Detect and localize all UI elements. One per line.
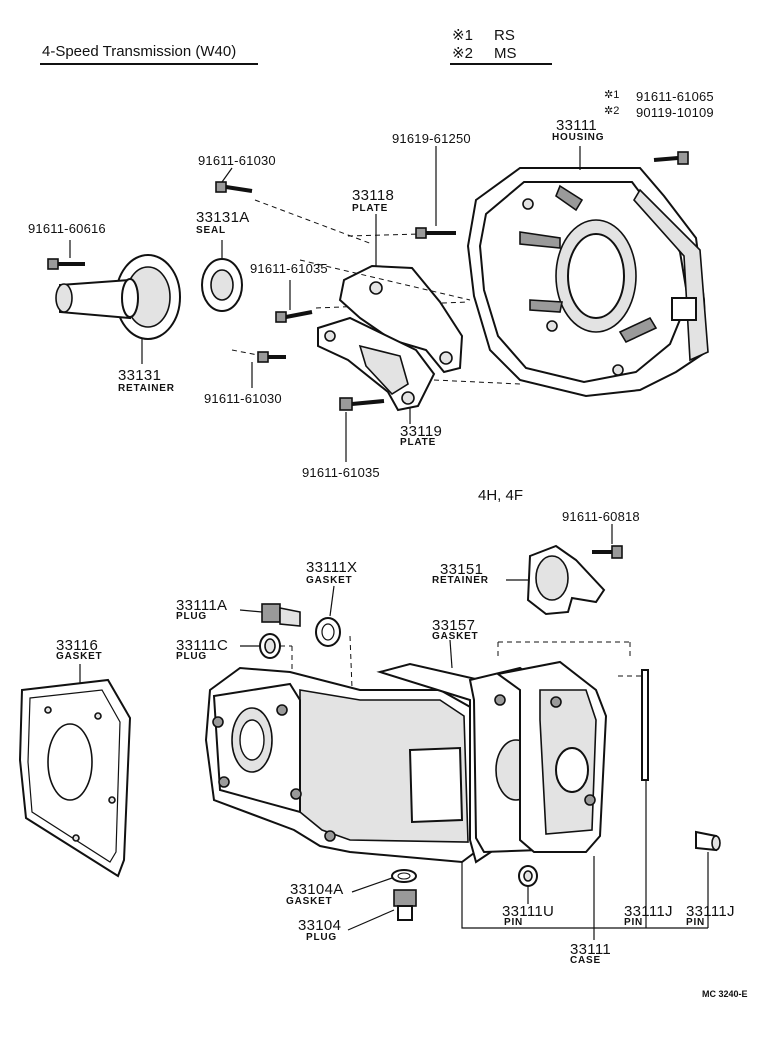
figure-reference: MC 3240-E: [702, 989, 748, 999]
label-33111u-name: PIN: [504, 917, 524, 928]
label-33104-code: 33104: [298, 917, 342, 934]
label-33157-name: GASKET: [432, 631, 479, 642]
bolt-91611-61065: [653, 151, 689, 165]
label-33131a-name: SEAL: [196, 225, 226, 236]
retainer-33131: [55, 254, 181, 340]
retainer-33151: [526, 544, 606, 616]
label-33131-name: RETAINER: [118, 383, 175, 394]
pin-33111j-long: [641, 669, 649, 781]
bolt-91619-61250: [415, 227, 456, 239]
label-33111x-code: 33111X: [306, 559, 358, 576]
label-91611-60818: 91611-60818: [562, 509, 640, 524]
label-33111-case-code: 33111: [570, 941, 611, 958]
plug-33111c: [259, 633, 281, 659]
label-91611-60616: 91611-60616: [28, 221, 106, 236]
label-33111-housing-code: 33111: [556, 117, 597, 134]
label-91611-61035-mid: 91611-61035: [250, 261, 328, 276]
pin-33111j-short: [695, 830, 721, 852]
bolt-91611-61030-bottom: [257, 351, 286, 363]
label-91619-61250: 91619-61250: [392, 131, 471, 146]
bolt-legend-text-2: 90119-10109: [636, 105, 714, 120]
bolt-91611-60818: [592, 545, 623, 559]
label-33157-code: 33157: [432, 617, 476, 634]
rear-case-plate: [495, 660, 608, 853]
seal-33131a: [201, 258, 243, 312]
bolt-legend-text-1: 91611-61065: [636, 89, 714, 104]
label-33111j-code-2: 33111J: [686, 903, 735, 920]
label-33111j-code-1: 33111J: [624, 903, 673, 920]
label-33111j-name-2: PIN: [686, 917, 706, 928]
label-33104a-name: GASKET: [286, 896, 333, 907]
label-33111-housing-name: HOUSING: [552, 132, 605, 143]
gasket-33104a: [391, 869, 417, 883]
label-33118-name: PLATE: [352, 203, 389, 214]
plate-33119: [317, 316, 436, 412]
bolt-legend-mark-2: ✲2: [604, 105, 620, 117]
label-33104a-code: 33104A: [290, 881, 344, 898]
housing-33111: [466, 167, 709, 398]
label-33119-code: 33119: [400, 423, 443, 440]
label-33111c-name: PLUG: [176, 651, 207, 662]
label-33151-name: RETAINER: [432, 575, 489, 586]
label-33111x-name: GASKET: [306, 575, 353, 586]
label-33119-name: PLATE: [400, 437, 437, 448]
label-33116-name: GASKET: [56, 651, 103, 662]
label-91611-61030-bottom: 91611-61030: [204, 391, 282, 406]
label-33111j-name-1: PIN: [624, 917, 644, 928]
label-33111-case-name: CASE: [570, 955, 601, 966]
plug-33111a: [261, 603, 301, 627]
bolt-91611-61035-mid: [275, 310, 313, 323]
label-33151-code: 33151: [440, 561, 484, 578]
variant-note: 4H, 4F: [478, 487, 524, 504]
label-91611-61030-top: 91611-61030: [198, 153, 276, 168]
bolt-91611-61030-top: [215, 181, 253, 193]
label-33118-code: 33118: [352, 187, 395, 204]
label-33111a-name: PLUG: [176, 611, 207, 622]
legend-text-1: RS: [494, 27, 515, 44]
plug-33104: [393, 889, 417, 921]
label-33131-code: 33131: [118, 367, 162, 384]
case-33111: [204, 666, 480, 864]
label-91611-61035-bottom: 91611-61035: [302, 465, 380, 480]
legend-text-2: MS: [494, 45, 517, 62]
gasket-33111x: [315, 617, 341, 647]
legend-mark-2: ※2: [452, 45, 473, 62]
label-33104-name: PLUG: [306, 932, 337, 943]
bolt-91611-60616: [47, 258, 85, 270]
label-33111u-code: 33111U: [502, 903, 555, 920]
plate-33118: [338, 264, 464, 374]
label-33116-code: 33116: [56, 637, 99, 654]
label-33131a-code: 33131A: [196, 209, 250, 226]
legend-mark-1: ※1: [452, 27, 473, 44]
bolt-91611-61035-bottom: [339, 397, 385, 411]
label-33111c-code: 33111C: [176, 637, 229, 654]
label-33111a-code: 33111A: [176, 597, 228, 614]
pin-33111u: [518, 865, 538, 887]
bolt-legend-mark-1: ✲1: [604, 89, 620, 101]
gasket-33116: [18, 678, 132, 878]
diagram-title: 4-Speed Transmission (W40): [42, 43, 237, 60]
